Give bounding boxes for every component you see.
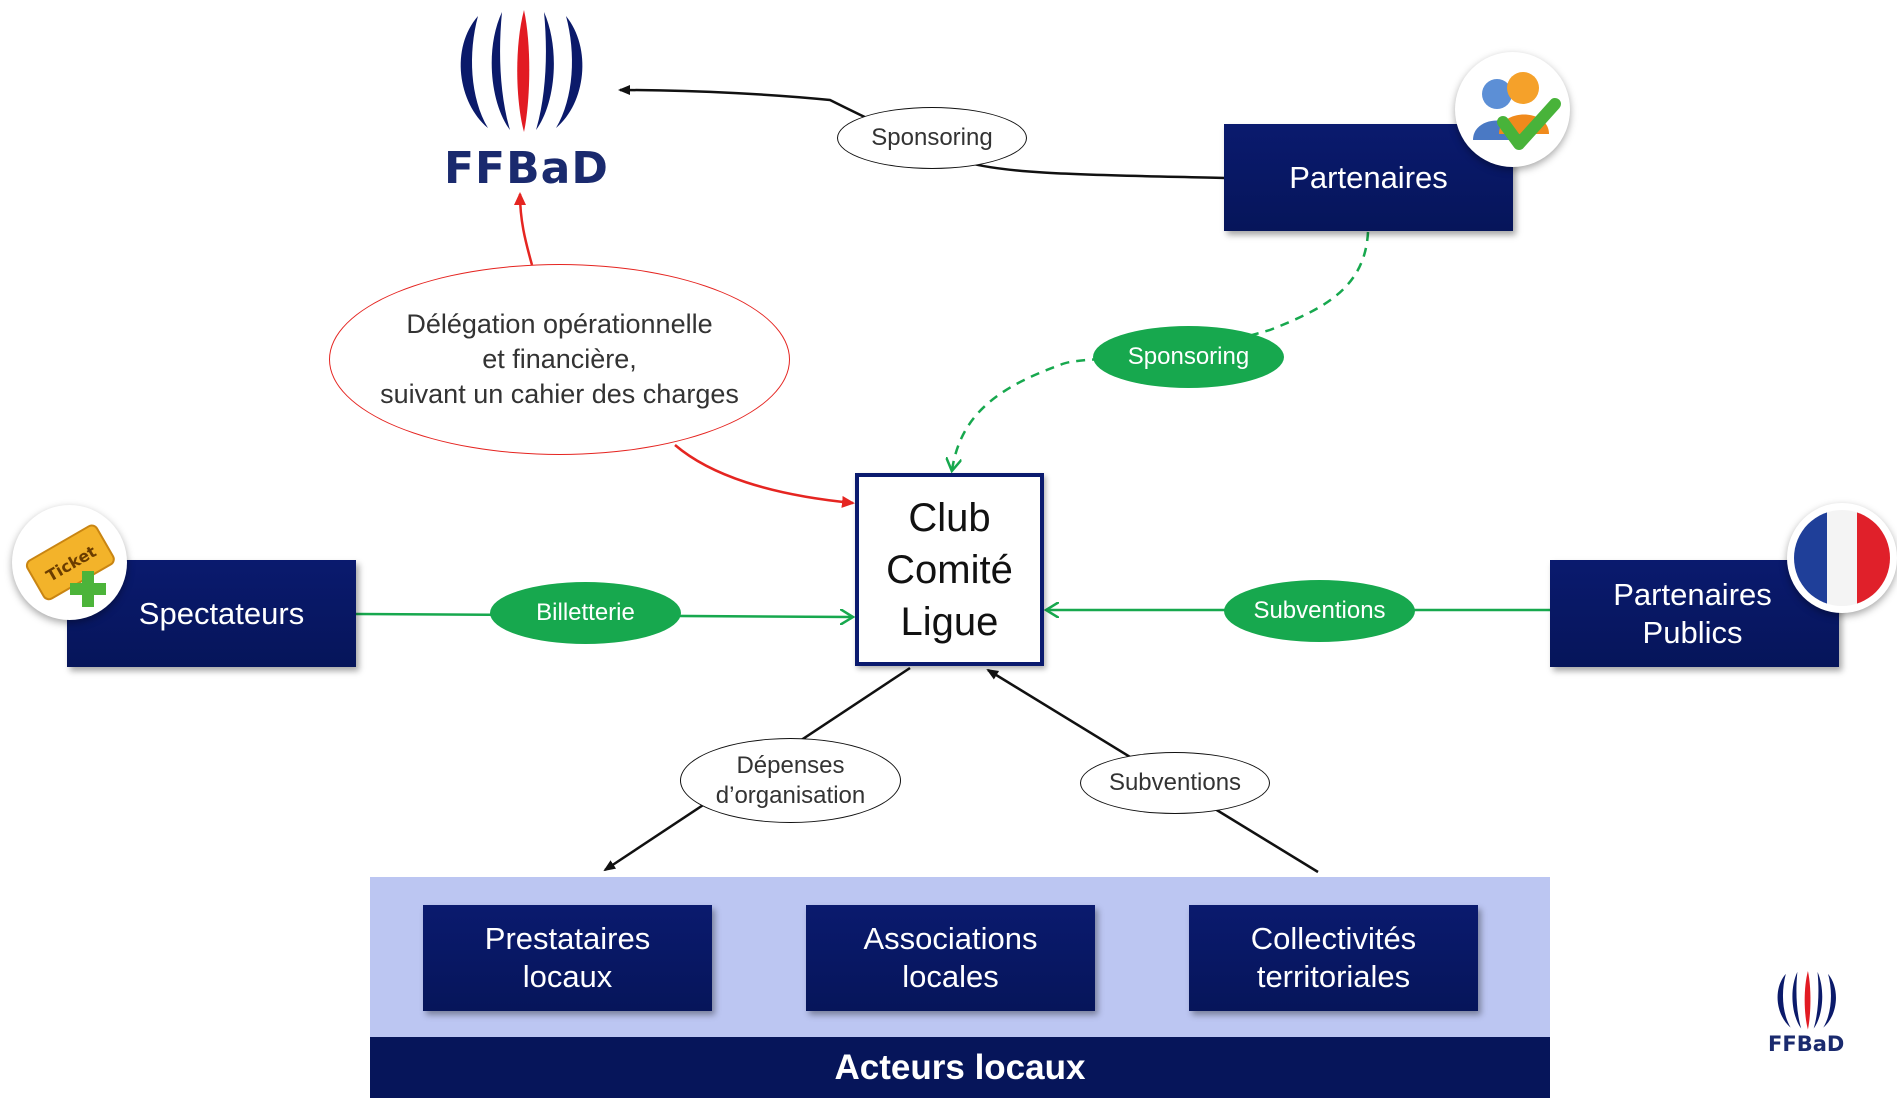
ffbad-logo-text: FFBaD [444, 143, 609, 194]
label-depenses-organisation: Dépenses d’organisation [680, 738, 901, 823]
french-flag-icon [1787, 503, 1897, 613]
label-subventions-local: Subventions [1080, 752, 1270, 814]
users-check-icon [1455, 52, 1570, 167]
connector-delegation-ffbad [514, 192, 534, 266]
label-sponsoring-ffbad: Sponsoring [837, 107, 1027, 169]
node-club-comite-ligue: Club Comité Ligue [855, 473, 1044, 666]
label-subventions-publics: Subventions [1224, 580, 1415, 642]
label-delegation: Délégation opérationnelle et financière,… [329, 264, 790, 455]
label-billetterie: Billetterie [490, 582, 681, 644]
ffbad-small-logo: FFBaD [1766, 970, 1846, 1070]
ffbad-small-logo-text: FFBaD [1768, 1032, 1845, 1056]
ffbad-small-feathers-icon [1777, 970, 1836, 1030]
node-prestataires-locaux: Prestataires locaux [423, 905, 712, 1011]
ffbad-logo: FFBaD [440, 8, 608, 198]
node-collectivites-territoriales: Collectivités territoriales [1189, 905, 1478, 1011]
label-sponsoring-club: Sponsoring [1093, 326, 1284, 388]
acteurs-locaux-banner: Acteurs locaux [370, 1037, 1550, 1098]
connector-delegation-club [674, 444, 855, 508]
node-partenaires: Partenaires [1224, 124, 1513, 231]
ffbad-feathers-icon [460, 10, 583, 132]
node-associations-locales: Associations locales [806, 905, 1095, 1011]
node-partenaires-label: Partenaires [1289, 159, 1448, 195]
ticket-add-icon: Ticket [12, 505, 127, 620]
